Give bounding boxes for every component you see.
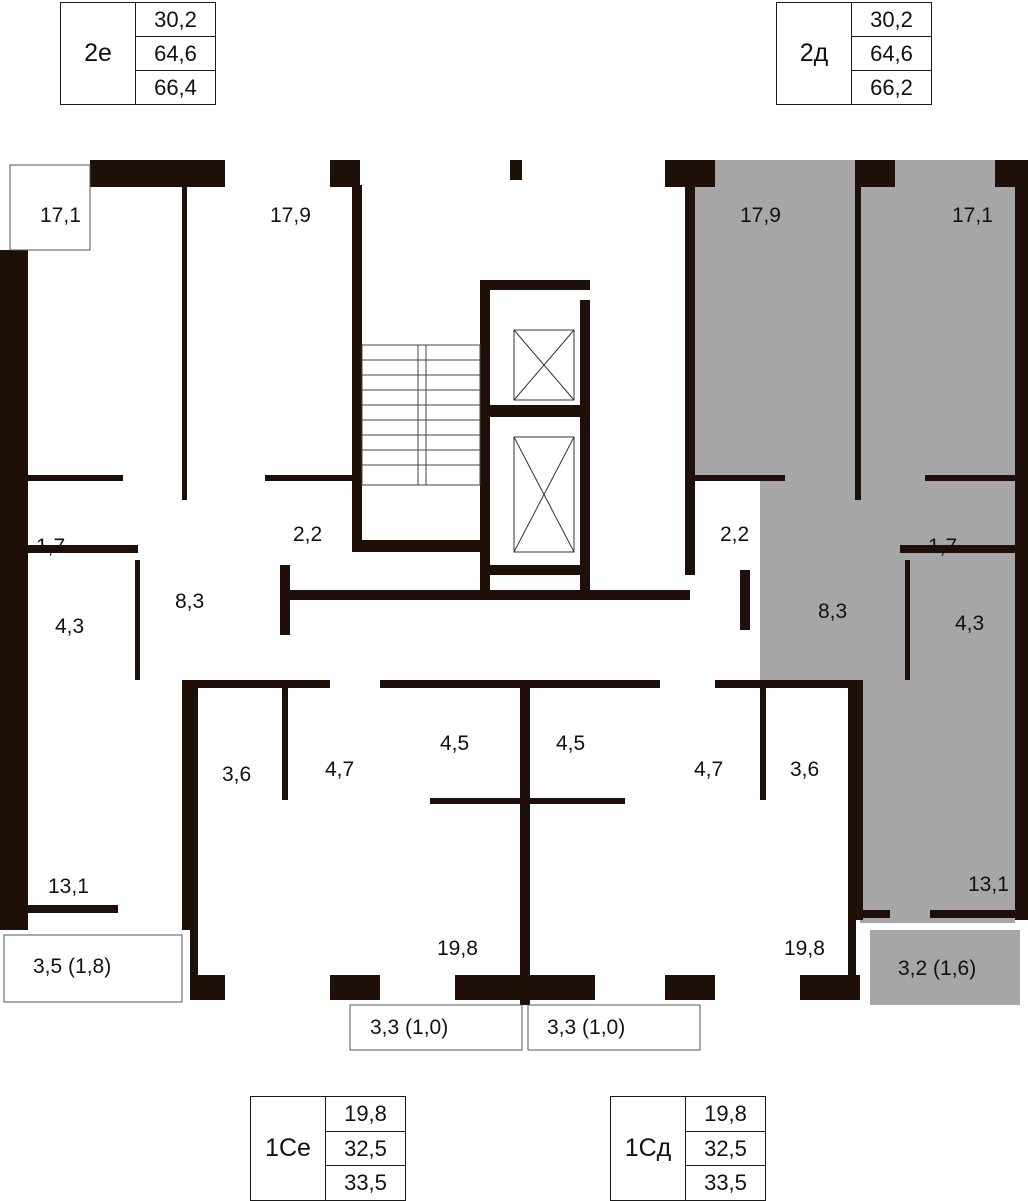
apartment-name: 2д [777,3,852,104]
room-area-label: 4,5 [556,732,586,755]
room-area-label: 1,7 [36,535,66,558]
room-area-label: 17,9 [740,204,781,227]
total-area-with-balcony: 66,2 [870,74,913,100]
total-area: 32,5 [686,1132,765,1167]
room-area-label: 4,7 [694,758,724,781]
total-area-with-balcony: 33,5 [344,1170,387,1196]
room-area-label: 17,1 [40,204,81,227]
room-area-label: 13,1 [48,875,89,898]
room-area-label: 3,6 [222,763,252,786]
total-area-with-balcony: 66,4 [154,74,197,100]
room-area-label: 4,3 [55,615,85,638]
room-area-label: 17,9 [270,204,311,227]
walls [0,160,1028,1005]
total-area: 32,5 [326,1132,405,1167]
room-area-label: 4,7 [325,758,355,781]
room-area-label: 3,2 (1,6) [898,957,977,980]
room-area-label: 8,3 [175,590,205,613]
room-area-label: 3,3 (1,0) [547,1016,626,1039]
room-area-label: 3,6 [790,758,820,781]
living-area: 19,8 [326,1097,405,1132]
room-area-label: 1,7 [928,535,958,558]
staircase [361,344,481,486]
apartment-name: 1Сд [611,1097,686,1200]
room-area-label: 17,1 [952,204,993,227]
balconies-outline [3,164,701,1051]
room-area-label: 4,3 [955,612,985,635]
living-area: 30,2 [852,3,931,37]
room-area-label: 3,5 (1,8) [33,955,112,978]
room-area-label: 13,1 [968,873,1009,896]
room-area-label: 2,2 [293,523,323,546]
room-area-label: 2,2 [720,523,750,546]
room-area-label: 19,8 [437,937,478,960]
apartment-name: 2е [61,3,136,104]
total-area: 64,6 [852,37,931,71]
total-area-with-balcony: 33,5 [704,1170,747,1196]
living-area: 30,2 [136,3,215,37]
living-area: 19,8 [686,1097,765,1132]
room-area-label: 19,8 [784,937,825,960]
room-area-label: 3,3 (1,0) [370,1016,449,1039]
elevator-shafts [513,329,575,553]
room-area-label: 4,5 [440,732,470,755]
total-area: 64,6 [136,37,215,71]
apartment-name: 1Се [251,1097,326,1200]
room-area-label: 8,3 [818,600,848,623]
